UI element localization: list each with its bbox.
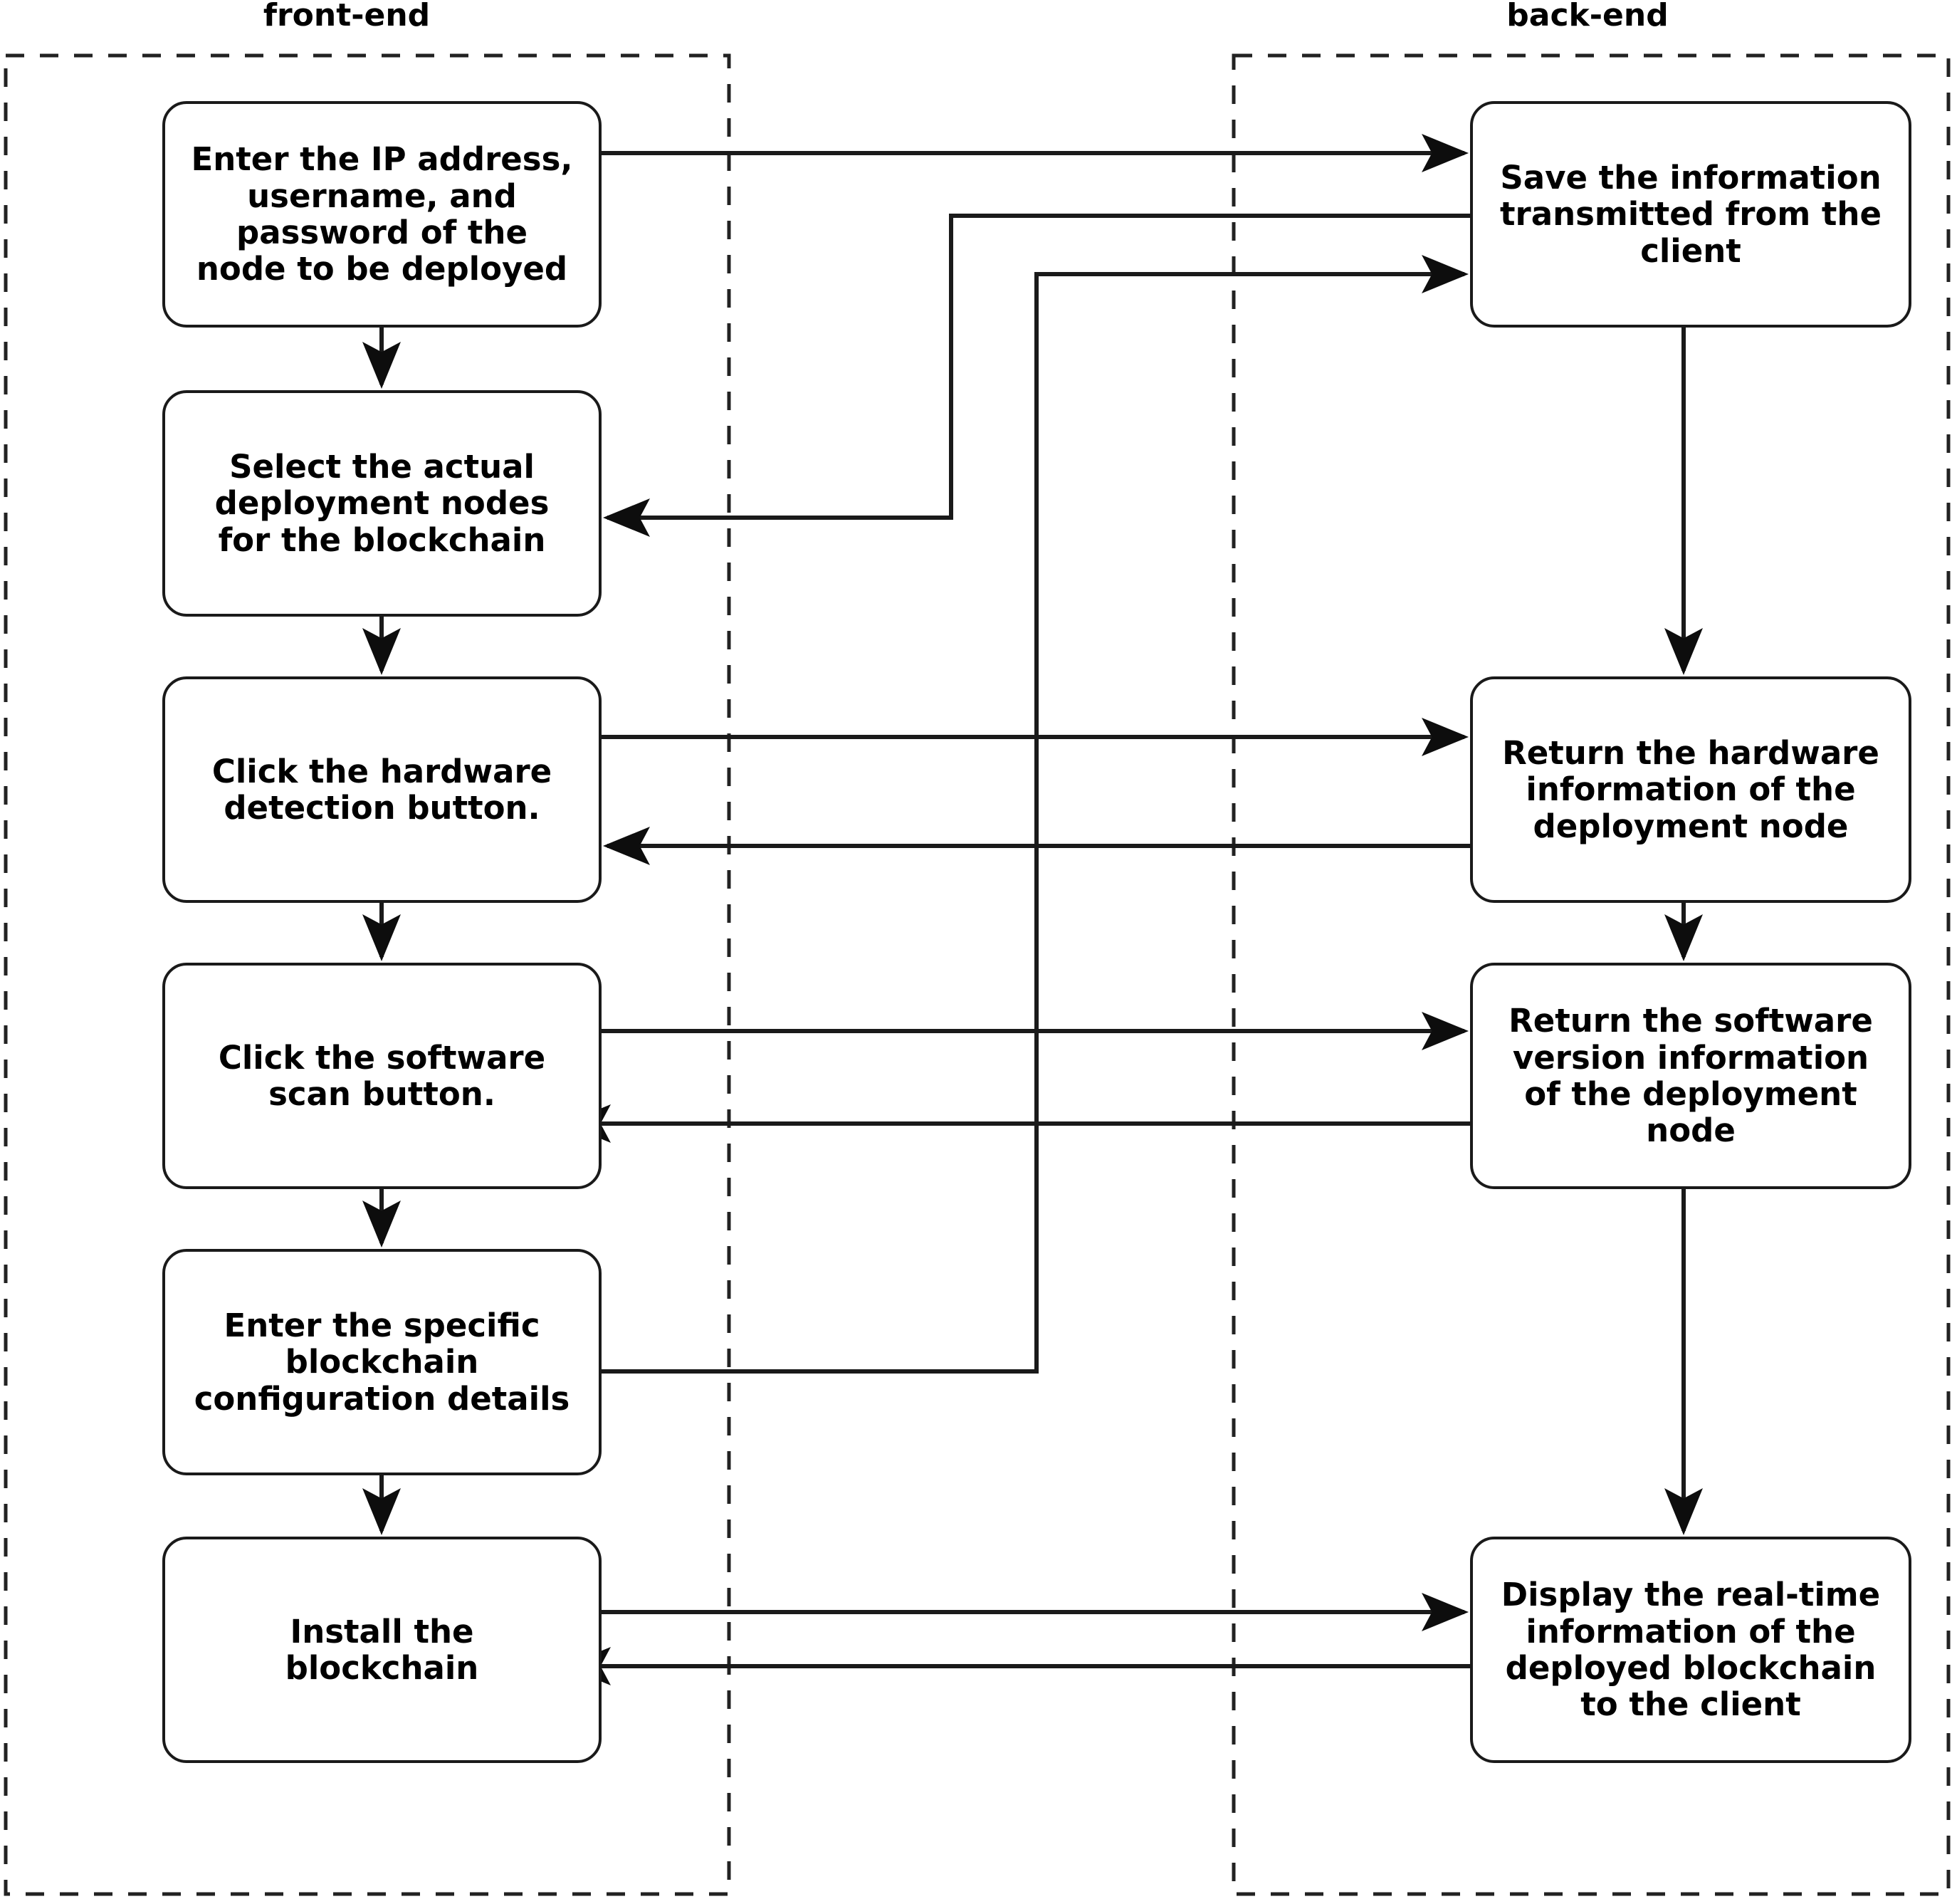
lane-boundary-front-end (4, 53, 731, 1896)
node-display-realtime-information[interactable]: Display the real-time information of the… (1470, 1537, 1911, 1763)
lane-title-back-end: back-end (1506, 0, 1669, 33)
lane-boundary-back-end (1232, 53, 1951, 1896)
node-save-client-information[interactable]: Save the information transmitted from th… (1470, 101, 1911, 328)
node-label: Return the hardware information of the d… (1502, 734, 1879, 845)
node-label: Enter the IP address, username, and pass… (191, 140, 573, 288)
node-label: Enter the specific blockchain configurat… (194, 1307, 570, 1418)
node-label: Select the actual deployment nodes for t… (214, 448, 550, 559)
edge-f5-to-b1 (602, 255, 1469, 1374)
node-select-deployment-nodes[interactable]: Select the actual deployment nodes for t… (162, 390, 602, 617)
node-label: Install the blockchain (285, 1612, 479, 1687)
edge-b1-to-f2 (603, 214, 1470, 537)
node-label: Display the real-time information of the… (1501, 1576, 1881, 1724)
node-label: Return the software version information … (1508, 1002, 1873, 1150)
node-click-hardware-detection[interactable]: Click the hardware detection button. (162, 676, 602, 903)
node-install-blockchain[interactable]: Install the blockchain (162, 1537, 602, 1763)
node-click-software-scan[interactable]: Click the software scan button. (162, 963, 602, 1189)
lane-title-front-end: front-end (263, 0, 431, 33)
node-enter-credentials[interactable]: Enter the IP address, username, and pass… (162, 101, 602, 328)
node-label: Click the hardware detection button. (211, 752, 552, 827)
node-label: Click the software scan button. (218, 1038, 546, 1113)
node-return-software-version[interactable]: Return the software version information … (1470, 963, 1911, 1189)
node-return-hardware-information[interactable]: Return the hardware information of the d… (1470, 676, 1911, 903)
node-enter-blockchain-config[interactable]: Enter the specific blockchain configurat… (162, 1249, 602, 1475)
node-label: Save the information transmitted from th… (1500, 159, 1882, 270)
